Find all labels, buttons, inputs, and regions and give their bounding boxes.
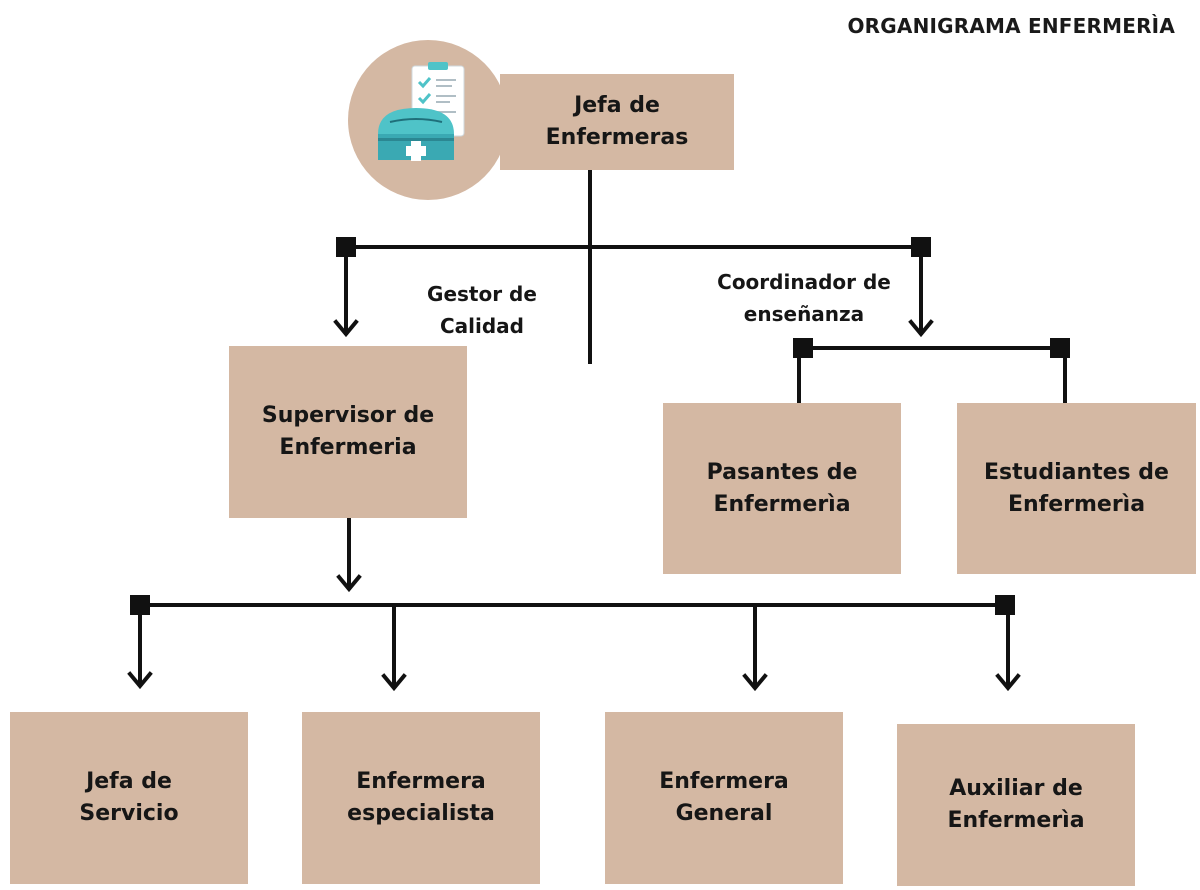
node-jefa-servicio: Jefa de Servicio [10, 712, 248, 884]
node-jefa-enfermeras: Jefa de Enfermeras [500, 74, 734, 170]
junction-square [130, 595, 150, 615]
junction-square [995, 595, 1015, 615]
nurse-cap-clipboard-icon [378, 62, 465, 161]
junction-square [793, 338, 813, 358]
node-supervisor: Supervisor de Enfermeria [229, 346, 467, 518]
node-enfermera-especialista: Enfermera especialista [302, 712, 540, 884]
node-enfermera-general: Enfermera General [605, 712, 843, 884]
junction-square [336, 237, 356, 257]
arrow-especialista [381, 673, 407, 692]
label-coordinador-ensenanza: Coordinador de enseñanza [717, 270, 891, 326]
junction-square [1050, 338, 1070, 358]
arrow-general [742, 673, 768, 692]
arrow-jefa-servicio [127, 671, 153, 690]
arrow-from-supervisor [336, 574, 362, 593]
arrow-auxiliar [995, 673, 1021, 692]
page-title: ORGANIGRAMA ENFERMERÌA [847, 14, 1175, 38]
arrow-coordinator [908, 319, 934, 338]
label-gestor-calidad: Gestor de Calidad [427, 282, 537, 338]
node-pasantes: Pasantes de Enfermerìa [663, 403, 901, 574]
arrow-supervisor [333, 319, 359, 338]
node-auxiliar: Auxiliar de Enfermerìa [897, 724, 1135, 886]
junction-square [911, 237, 931, 257]
node-estudiantes: Estudiantes de Enfermerìa [957, 403, 1196, 574]
